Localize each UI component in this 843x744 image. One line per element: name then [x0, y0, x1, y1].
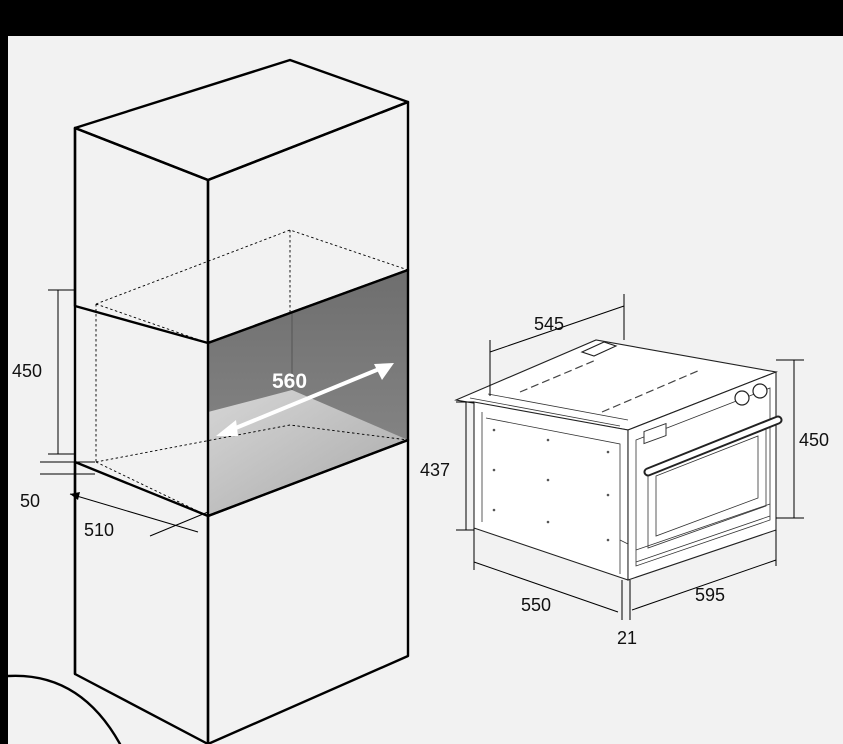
- oven-knob-left: [734, 390, 750, 406]
- oven-width-label: 595: [695, 585, 725, 605]
- depth-dimension-line: [69, 493, 199, 533]
- cabinet-lower-front-face: [206, 438, 410, 744]
- oven-top-depth-label: 545: [534, 314, 564, 334]
- top-depth-dimension-line: [489, 305, 625, 353]
- oven-side-screws: [492, 428, 610, 542]
- front-thickness-label: 21: [617, 628, 637, 648]
- oven-handle-top: [580, 341, 618, 357]
- oven-display: [643, 422, 667, 445]
- oven-knob-right: [752, 383, 768, 399]
- niche-floor: [208, 390, 408, 516]
- oven-dimensions: [456, 294, 804, 620]
- cabinet: [73, 58, 410, 744]
- oven-depth-label: 550: [521, 595, 551, 615]
- width-dimension-line-oven: [631, 559, 777, 611]
- niche-gap-label: 50: [20, 491, 40, 511]
- oven-side-height-label: 437: [420, 460, 450, 480]
- depth-dimension-line-oven: [473, 561, 619, 613]
- niche-hidden-edges: [95, 229, 409, 517]
- oven: [454, 339, 783, 581]
- floor-curve: [8, 674, 122, 744]
- niche-width-label: 560: [272, 370, 307, 393]
- oven-vents: [519, 359, 701, 413]
- niche-dimensions: [40, 289, 209, 537]
- niche-depth-label: 510: [84, 520, 114, 540]
- niche-height-label: 450: [12, 361, 42, 381]
- width-arrow: [216, 363, 394, 436]
- oven-front-height-label: 450: [799, 430, 829, 450]
